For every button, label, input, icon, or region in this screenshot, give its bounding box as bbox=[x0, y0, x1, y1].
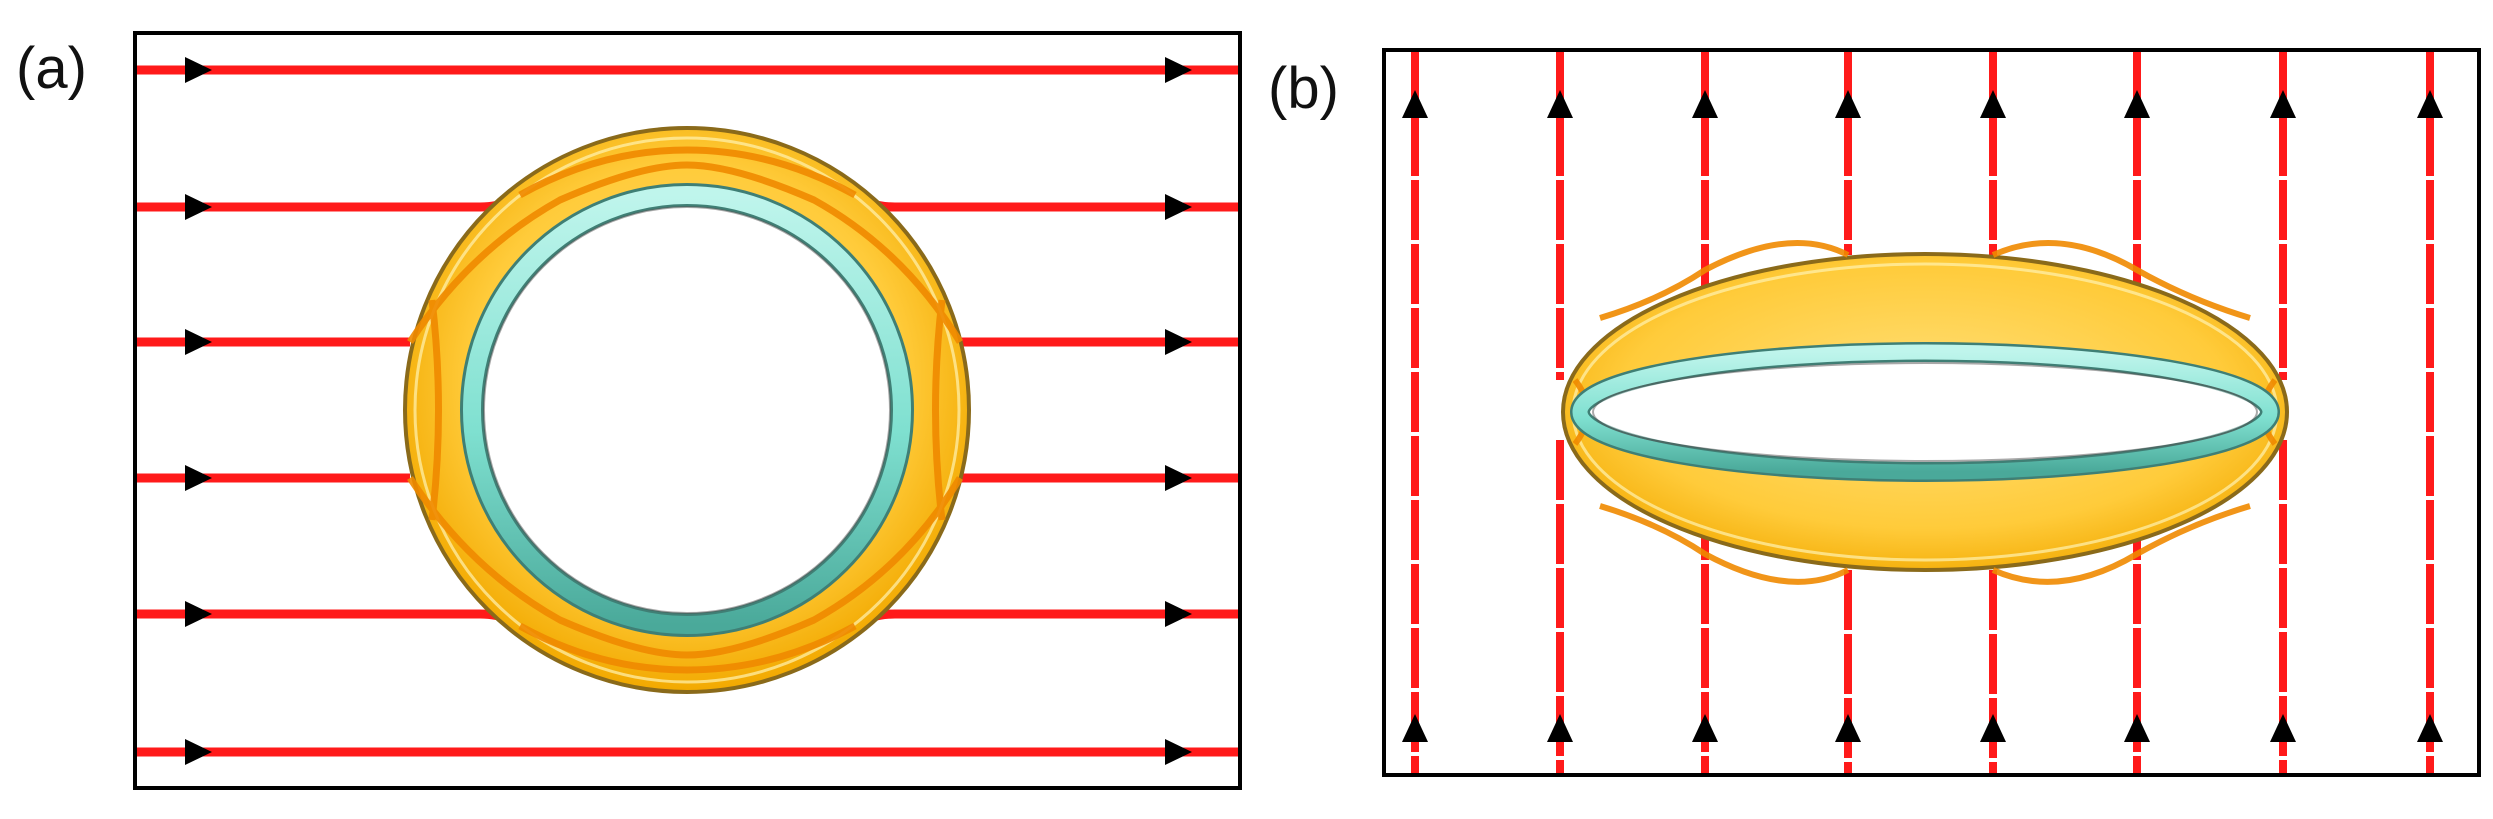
arrow-up-icon bbox=[1547, 90, 1573, 118]
arrow-up-icon bbox=[1835, 90, 1861, 118]
arrow-right-icon bbox=[185, 194, 212, 220]
arrow-right-icon bbox=[1165, 194, 1192, 220]
arrow-up-icon bbox=[1402, 90, 1428, 118]
arrow-up-icon bbox=[1835, 714, 1861, 742]
arrow-right-icon bbox=[185, 739, 212, 765]
arrow-right-icon bbox=[1165, 739, 1192, 765]
arrow-up-icon bbox=[2270, 714, 2296, 742]
arrow-right-icon bbox=[1165, 601, 1192, 627]
arrow-up-icon bbox=[1980, 714, 2006, 742]
panel-label-b: (b) bbox=[1268, 56, 1339, 121]
arrow-right-icon bbox=[185, 465, 212, 491]
arrow-up-icon bbox=[1692, 714, 1718, 742]
arrow-right-icon bbox=[185, 601, 212, 627]
arrow-up-icon bbox=[1547, 714, 1573, 742]
inner-ring-b bbox=[1570, 342, 2280, 482]
arrow-right-icon bbox=[1165, 329, 1192, 355]
arrow-up-icon bbox=[2124, 714, 2150, 742]
arrow-up-icon bbox=[1980, 90, 2006, 118]
panel-label-a: (a) bbox=[16, 36, 87, 101]
arrow-right-icon bbox=[185, 329, 212, 355]
panel-a-diagram bbox=[133, 31, 1242, 790]
arrow-right-icon bbox=[1165, 57, 1192, 83]
arrow-right-icon bbox=[1165, 465, 1192, 491]
arrow-up-icon bbox=[2417, 714, 2443, 742]
arrows-b bbox=[1402, 90, 2443, 742]
arrow-up-icon bbox=[2417, 90, 2443, 118]
arrow-right-icon bbox=[185, 57, 212, 83]
arrows-a bbox=[185, 57, 1192, 765]
shell-field-lines-a bbox=[407, 146, 963, 674]
arrow-up-icon bbox=[2124, 90, 2150, 118]
arrow-up-icon bbox=[1402, 714, 1428, 742]
arrow-up-icon bbox=[1692, 90, 1718, 118]
inner-ring-a bbox=[460, 183, 914, 637]
arrow-up-icon bbox=[2270, 90, 2296, 118]
